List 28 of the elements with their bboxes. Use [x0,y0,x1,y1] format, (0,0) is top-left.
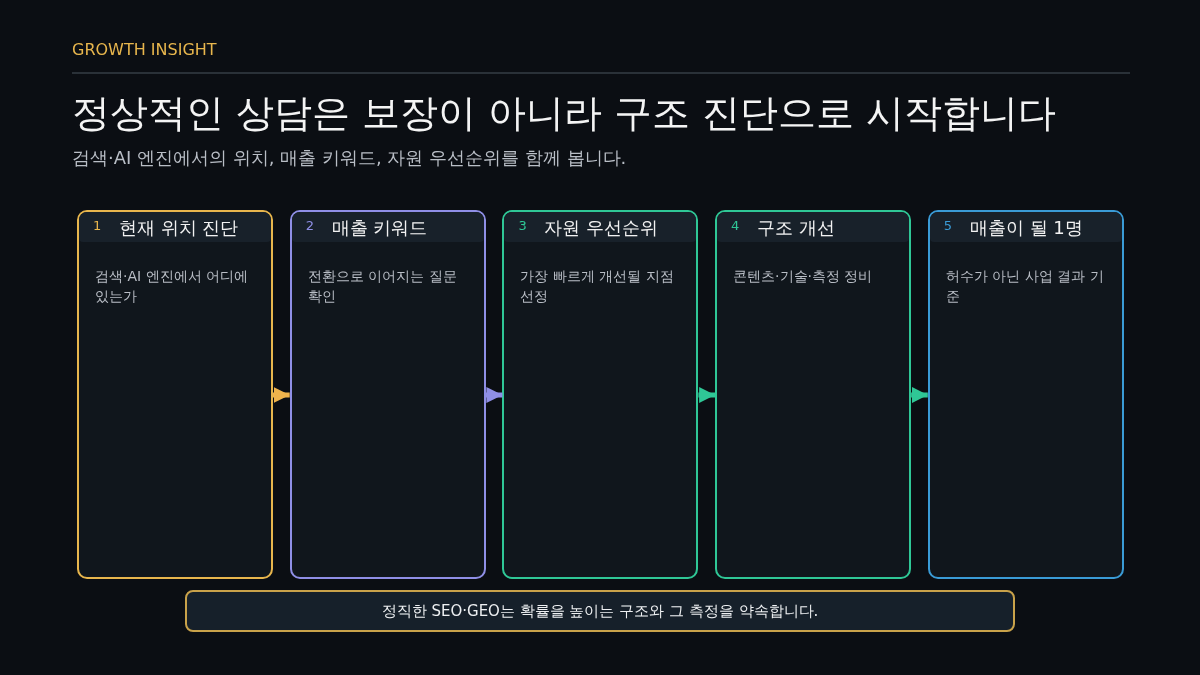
step-heading: 매출이 될 1명 [969,216,1083,240]
section-tag: GROWTH INSIGHT [72,40,217,59]
step-number: 5 [943,218,953,233]
step-description: 가장 빠르게 개선될 지점 선정 [520,267,675,307]
step-description: 콘텐츠·기술·측정 정비 [733,267,874,286]
step-heading: 매출 키워드 [331,216,428,240]
step-card [77,210,273,579]
step-description: 허수가 아닌 사업 결과 기준 [945,267,1105,307]
step-number: 2 [305,218,314,233]
step-card [715,210,912,579]
subtitle: 검색·AI 엔진에서의 위치, 매출 키워드, 자원 우선순위를 함께 봅니다. [72,146,627,170]
step-number: 1 [93,218,102,233]
step-card [289,210,486,579]
step-heading: 자원 우선순위 [544,216,659,240]
step-card [927,210,1124,579]
arrow [485,387,503,403]
step-number: 3 [518,218,527,233]
step-heading: 현재 위치 진단 [119,216,239,240]
step-card [502,210,699,579]
step-heading: 구조 개선 [757,216,835,240]
step-description: 검색·AI 엔진에서 어디에 있는가 [95,267,250,307]
summary-banner: 정직한 SEO·GEO는 확률을 높이는 구조와 그 측정을 약속합니다. [185,590,1015,632]
arrow [911,387,928,403]
arrow [273,387,290,403]
step-description: 전환으로 이어지는 질문 확인 [307,267,458,307]
title: 정상적인 상담은 보장이 아니라 구조 진단으로 시작합니다 [72,90,1057,137]
step-number: 4 [731,218,740,233]
arrow [698,387,716,403]
